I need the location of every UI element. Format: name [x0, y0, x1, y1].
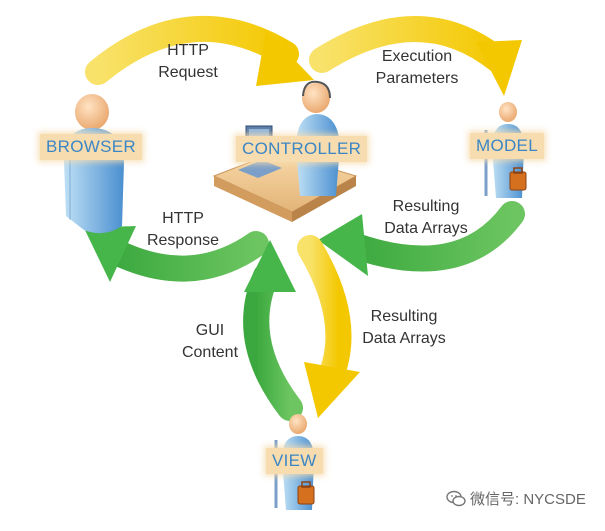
model-to-controller-arrow [318, 201, 525, 276]
view-result-label-line1: Resulting [370, 308, 438, 325]
gui-content-label-line1: GUI [195, 322, 225, 339]
model-briefcase-icon [509, 167, 527, 191]
http-request-label: HTTP Request [148, 40, 228, 84]
model-result-label: Resulting Data Arrays [374, 196, 478, 240]
execution-parameters-label: Execution Parameters [362, 46, 472, 90]
http-response-arrow [84, 226, 269, 282]
http-request-arrow [85, 16, 314, 86]
http-request-label-line2: Request [158, 64, 218, 81]
wechat-icon [446, 490, 466, 506]
http-response-label: HTTP Response [138, 208, 228, 252]
browser-label: BROWSER [40, 134, 142, 160]
watermark: 微信号: NYCSDE [446, 488, 586, 509]
http-response-label-line1: HTTP [162, 210, 204, 227]
gui-content-label-line2: Content [181, 344, 239, 361]
watermark-text: 微信号: NYCSDE [470, 491, 586, 508]
execution-parameters-label-line1: Execution [381, 48, 453, 65]
model-label: MODEL [470, 133, 544, 159]
view-briefcase-icon [297, 481, 315, 505]
model-result-label-line1: Resulting [392, 198, 460, 215]
controller-to-view-arrow [297, 235, 360, 418]
http-request-label-line1: HTTP [167, 42, 209, 59]
execution-parameters-label-line2: Parameters [375, 70, 459, 87]
gui-content-label: GUI Content [174, 320, 246, 364]
controller-label: CONTROLLER [236, 136, 368, 162]
execution-parameters-arrow [309, 16, 522, 96]
browser-person-icon [64, 94, 124, 234]
view-result-label-line2: Data Arrays [362, 330, 446, 347]
view-label: VIEW [266, 448, 323, 474]
gui-content-arrow [243, 240, 303, 421]
model-result-label-line2: Data Arrays [384, 220, 468, 237]
http-response-label-line2: Response [146, 232, 220, 249]
view-result-label: Resulting Data Arrays [352, 306, 456, 350]
